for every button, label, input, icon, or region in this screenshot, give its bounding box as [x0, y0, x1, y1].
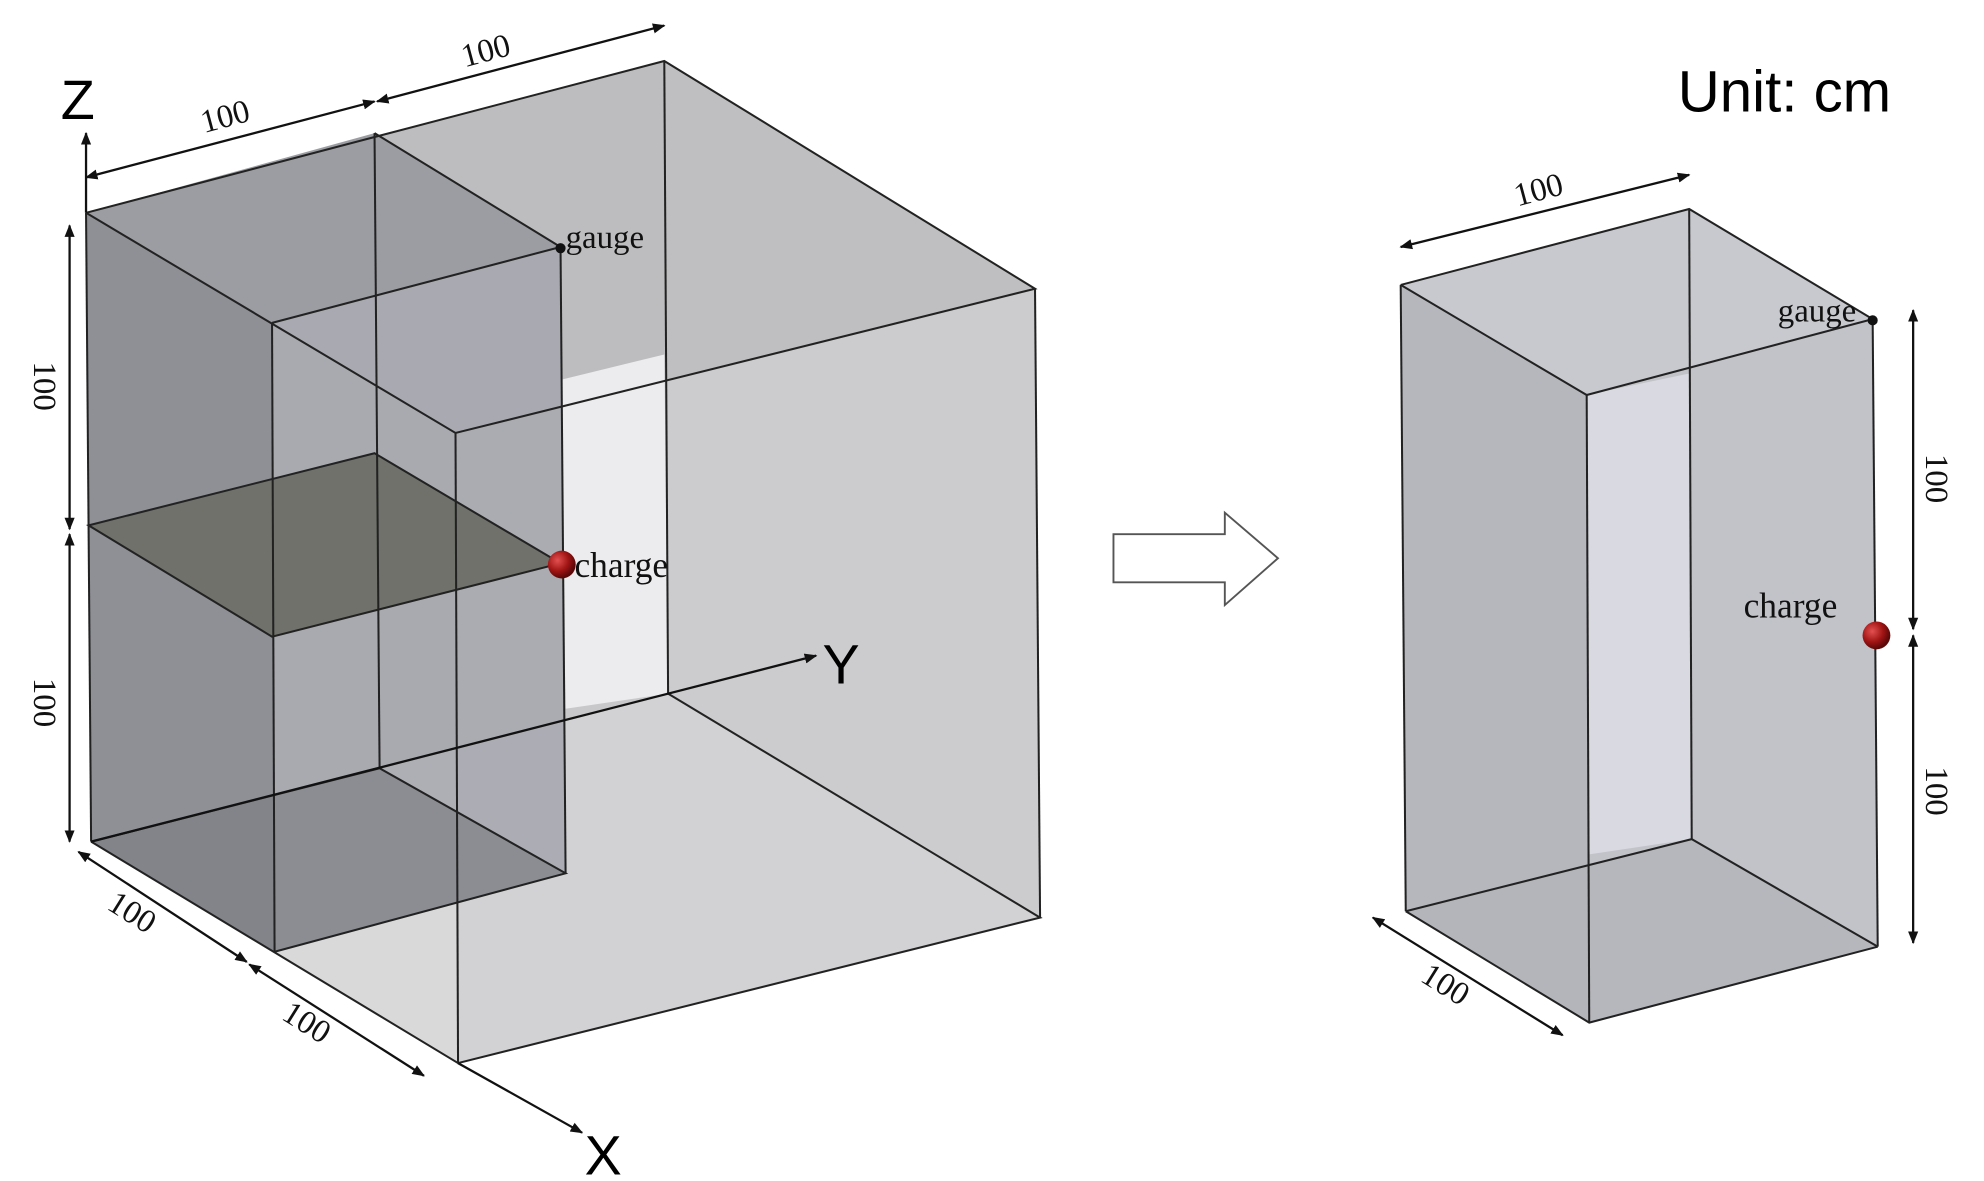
- gauge-point: [555, 243, 566, 254]
- charge-sphere: [1862, 621, 1891, 650]
- dim-top-front: 100: [197, 93, 254, 141]
- dim-bottom: 100: [1415, 957, 1476, 1014]
- dim-left-upper: 100: [26, 361, 62, 410]
- x-axis: [457, 1062, 584, 1134]
- gauge-label: gauge: [566, 220, 645, 256]
- dim-bottom-front: 100: [101, 885, 162, 942]
- y-axis-label: Y: [822, 634, 859, 696]
- unit-label: Unit: cm: [1678, 60, 1891, 125]
- z-axis-label: Z: [61, 69, 95, 131]
- x-axis-label: X: [585, 1124, 622, 1181]
- dim-right-lower: 100: [1918, 766, 1954, 815]
- mid-plane: [88, 453, 561, 637]
- dim-left-lower: 100: [26, 678, 62, 727]
- axes: Y X Z: [61, 69, 860, 1181]
- right-model: 100 100 100 100 gauge charge: [1371, 167, 1954, 1037]
- gauge-point: [1867, 315, 1878, 326]
- left-model: Y X Z 100 100 100 100 100 100 gauge char…: [26, 23, 1043, 1181]
- dim-right-upper: 100: [1918, 454, 1954, 503]
- dim-bottom-back: 100: [276, 995, 337, 1052]
- transform-arrow-icon: [1112, 510, 1280, 608]
- charge-label: charge: [1744, 586, 1838, 626]
- gauge-label: gauge: [1778, 294, 1856, 330]
- y-axis: [90, 653, 818, 843]
- charge-sphere: [547, 550, 576, 579]
- charge-label: charge: [574, 545, 668, 585]
